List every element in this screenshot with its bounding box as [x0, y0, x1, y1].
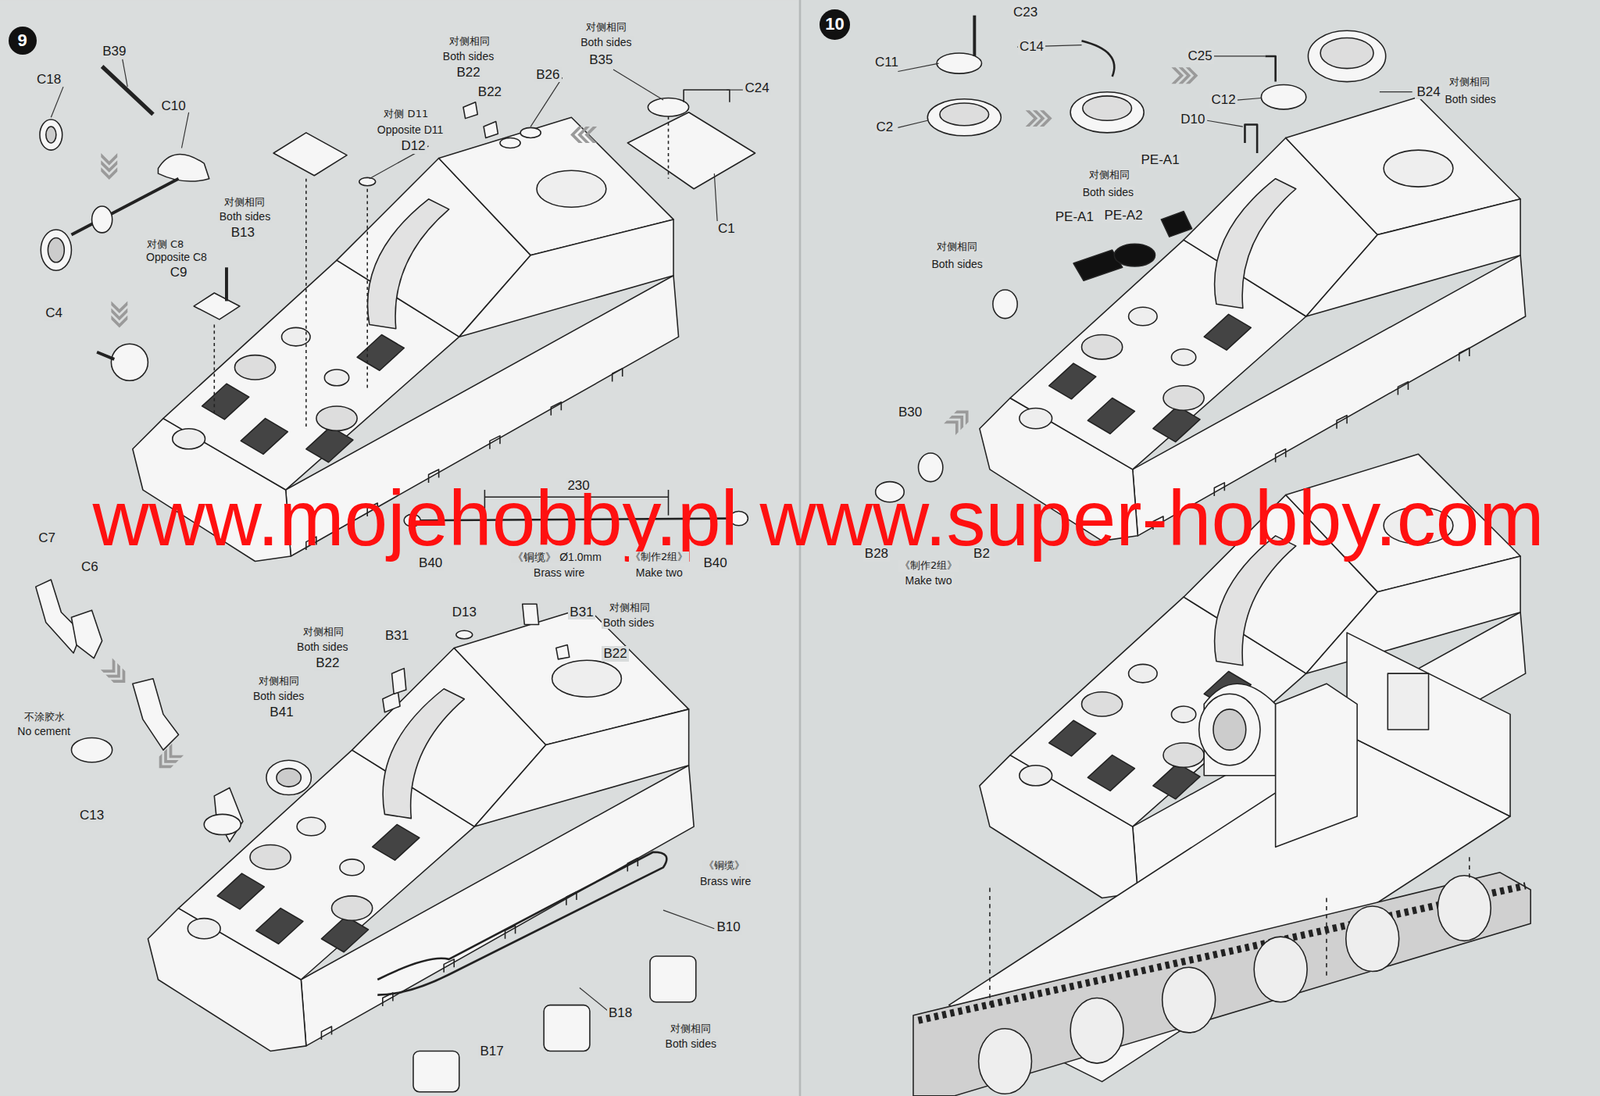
part-number: B18 [607, 1005, 634, 1022]
note-text: 《制作2组》 [898, 560, 959, 572]
note-text: Opposite C8 [144, 250, 209, 264]
part-number: B22 [476, 84, 504, 100]
note-text: Both sides [441, 50, 496, 63]
note-text: 对侧相同 [668, 1023, 713, 1036]
part-number: B22 [314, 655, 341, 672]
note-text: 对侧相同 [257, 675, 301, 688]
part-number: B31 [567, 604, 595, 621]
part-number: B2 [971, 546, 992, 562]
note-text: Brass wire [532, 566, 586, 579]
note-text: Both sides [1081, 185, 1136, 199]
part-number: C12 [1209, 92, 1237, 108]
part-number: B30 [896, 404, 924, 421]
part-number: C6 [79, 559, 100, 575]
note-text: 对侧 C8 [145, 239, 186, 251]
part-number: B39 [100, 43, 128, 60]
note-text: Both sides [601, 616, 656, 629]
part-number: C1 [716, 221, 737, 237]
part-number: B22 [454, 64, 482, 81]
part-number: PE-A1 [1139, 152, 1181, 168]
part-number: C18 [35, 71, 63, 88]
part-number: B28 [863, 546, 890, 562]
note-text: Both sides [578, 35, 633, 49]
part-number: B26 [534, 67, 561, 83]
part-number: PE-A1 [1053, 209, 1096, 225]
part-number: C13 [78, 807, 106, 824]
part-number: C25 [1185, 48, 1214, 65]
part-number: D10 [1178, 111, 1207, 128]
part-number: B41 [267, 704, 295, 721]
step-number: 9 [8, 26, 37, 55]
part-number: B35 [587, 52, 615, 68]
part-number: B10 [714, 919, 742, 936]
note-text: Both sides [251, 689, 306, 703]
part-number: B40 [701, 555, 729, 572]
note-text: 对侧相同 [1447, 76, 1492, 89]
note-text: 对侧相同 [447, 35, 492, 48]
note-text: Brass wire [698, 875, 753, 888]
note-text: 不涂胶水 [22, 711, 67, 724]
note-text: Both sides [929, 257, 984, 271]
note-text: Both sides [1442, 92, 1497, 106]
part-number: C9 [168, 264, 190, 281]
part-number: B22 [601, 646, 629, 662]
part-number: B31 [383, 628, 411, 644]
note-text: 《制作2组》 [628, 551, 690, 564]
part-number: C14 [1017, 39, 1046, 55]
part-number: C23 [1011, 4, 1040, 21]
part-number: D12 [399, 138, 427, 154]
note-text: Both sides [217, 210, 272, 223]
part-number: PE-A2 [1102, 207, 1144, 224]
note-text: 对侧相同 [584, 21, 629, 34]
step-number: 10 [819, 9, 850, 40]
watermark: www.mojehobby.pl www.super-hobby.com [92, 473, 1544, 564]
part-number: D13 [450, 604, 479, 621]
note-text: 对侧 D11 [382, 108, 430, 121]
step-number-text: 9 [17, 30, 28, 51]
note-text: 《铜缆》 Ø1.0mm [510, 550, 604, 564]
note-text: 《铜缆》 [702, 860, 747, 872]
step-number-text: 10 [825, 14, 844, 35]
part-number: C2 [875, 119, 896, 136]
note-text: 对侧相同 [935, 241, 979, 254]
part-number: C24 [743, 80, 772, 97]
part-number: B17 [478, 1043, 505, 1060]
note-text: No cement [15, 725, 72, 738]
note-text: 对侧相同 [222, 196, 267, 209]
part-number: C4 [43, 305, 65, 322]
note-text: Opposite D11 [375, 123, 446, 136]
note-text: 对侧相同 [1087, 169, 1132, 182]
part-number: B13 [229, 225, 257, 241]
part-number: C11 [873, 54, 900, 71]
part-number: 230 [565, 478, 591, 494]
part-number: B24 [1414, 84, 1442, 100]
part-number: C7 [36, 530, 58, 547]
part-number: C10 [159, 98, 187, 115]
note-text: 对侧相同 [301, 626, 346, 639]
note-text: Both sides [664, 1037, 718, 1050]
note-text: Make two [634, 566, 685, 579]
note-text: Both sides [295, 640, 350, 654]
note-text: Make two [903, 574, 954, 587]
note-text: 对侧相同 [607, 602, 652, 615]
part-number: B40 [417, 555, 444, 572]
